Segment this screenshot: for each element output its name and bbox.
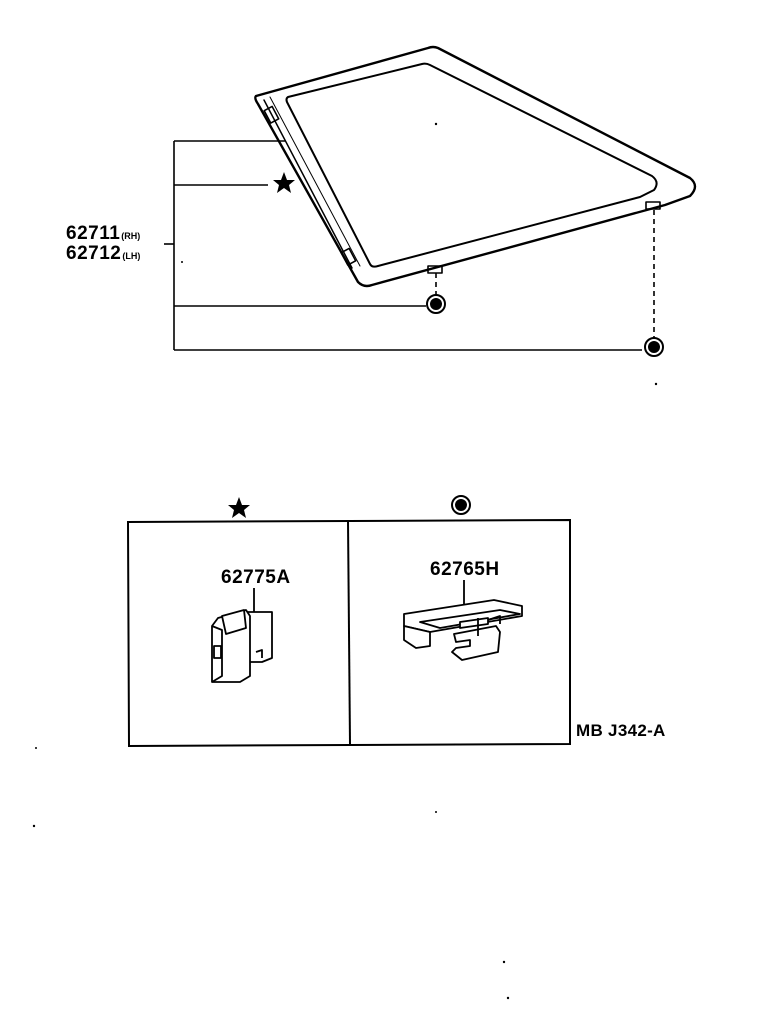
glass-outer-outline xyxy=(254,45,697,288)
part-number-62712: 62712 xyxy=(66,243,122,264)
star-marker-main xyxy=(273,172,295,193)
glass-clip-tab-lower xyxy=(340,247,357,266)
glass-moulding-channel-2 xyxy=(269,96,361,267)
leader-lines xyxy=(164,140,642,351)
dashed-drop-lines xyxy=(435,210,655,338)
clip-62765h-drawing xyxy=(403,580,523,661)
part-number-62711: 62711 xyxy=(66,223,121,244)
glass-inner-outline xyxy=(285,62,658,268)
part-number-glass-rh: 62711(RH) xyxy=(66,224,140,243)
glass-clip-tab-upper xyxy=(263,105,280,124)
diagram-reference-code: MB J342-A xyxy=(576,721,666,740)
scan-specks xyxy=(32,261,658,1000)
circle-dot-marker-box xyxy=(451,495,471,515)
part-number-62765h: 62765H xyxy=(430,559,500,580)
glass-clip-tab-rear xyxy=(645,201,661,210)
quarter-window-glass xyxy=(254,45,697,288)
circle-clip-markers xyxy=(426,294,664,357)
circle-dot-marker-upper xyxy=(426,294,446,314)
glass-moulding-channel xyxy=(263,99,353,269)
clip-62775a-drawing xyxy=(211,588,273,683)
part-number-62775a: 62775A xyxy=(221,567,291,588)
circle-dot-marker-lower xyxy=(644,337,664,357)
side-lh-label: (LH) xyxy=(122,251,141,261)
glass-clip-tab-bottom xyxy=(427,265,443,274)
clip-boxes xyxy=(126,518,571,748)
side-rh-label: (RH) xyxy=(121,231,141,241)
part-number-glass-lh: 62712(LH) xyxy=(66,244,140,263)
star-marker-box xyxy=(228,497,250,518)
